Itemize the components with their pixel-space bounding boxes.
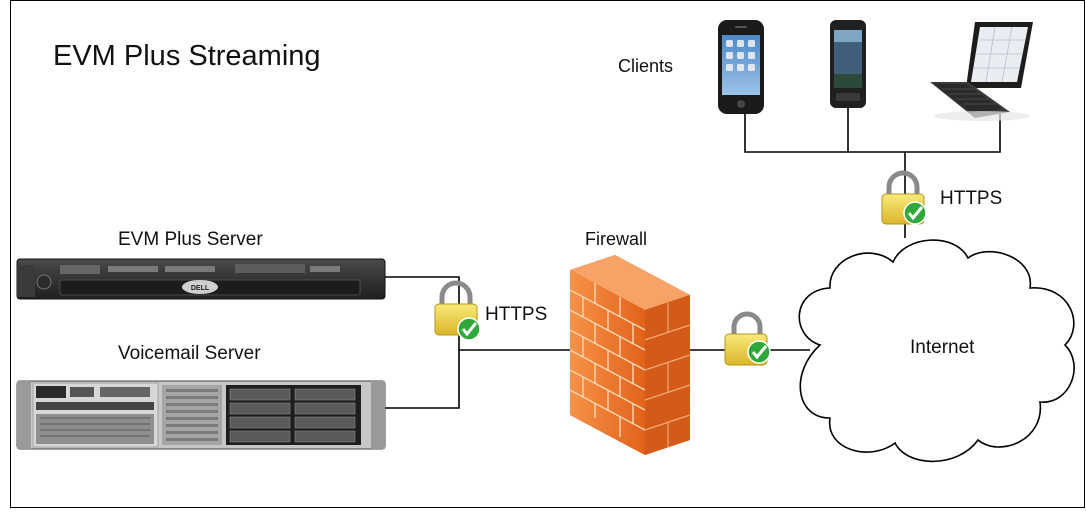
laptop-icon bbox=[930, 22, 1033, 121]
smartphone-2-icon bbox=[830, 20, 866, 108]
voicemail-server-label: Voicemail Server bbox=[118, 343, 261, 364]
evm-server-link-line bbox=[384, 276, 460, 409]
clients-label: Clients bbox=[618, 56, 674, 76]
firewall-icon bbox=[569, 255, 691, 455]
voicemail-server-icon bbox=[16, 380, 386, 450]
evm-plus-server-label: EVM Plus Server bbox=[118, 229, 263, 250]
https-lock-left-icon bbox=[434, 280, 481, 341]
smartphone-1-icon bbox=[718, 20, 764, 114]
server-brand-logo: DELL bbox=[191, 285, 210, 292]
firewall-label: Firewall bbox=[585, 229, 648, 249]
evm-plus-server-icon: DELL bbox=[16, 258, 386, 300]
lock-firewall-internet-icon bbox=[724, 311, 771, 366]
https-label-left: HTTPS bbox=[485, 304, 548, 325]
internet-cloud-icon bbox=[798, 239, 1075, 463]
diagram-title: EVM Plus Streaming bbox=[53, 40, 321, 72]
https-lock-top-icon bbox=[881, 170, 927, 225]
internet-label: Internet bbox=[910, 337, 975, 358]
clients-bus-line bbox=[744, 112, 1001, 153]
https-label-top: HTTPS bbox=[940, 188, 1003, 209]
